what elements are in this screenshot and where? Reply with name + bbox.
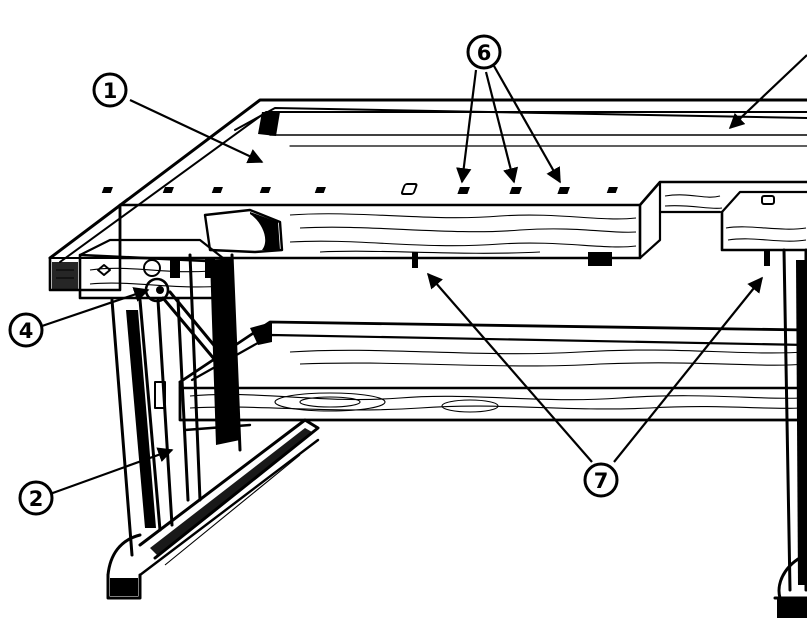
left-legs bbox=[106, 253, 320, 600]
callout-1-label: 1 bbox=[103, 79, 118, 103]
callout-7: 7 bbox=[583, 462, 619, 498]
right-end-block bbox=[720, 190, 807, 618]
holddown-pins bbox=[412, 250, 770, 268]
leader-lines bbox=[41, 54, 807, 496]
lower-shelf bbox=[178, 320, 807, 422]
callout-1: 1 bbox=[92, 72, 128, 108]
callout-4-label: 4 bbox=[19, 319, 34, 343]
bench-dog-holes bbox=[101, 183, 618, 195]
callout-4: 4 bbox=[8, 312, 44, 348]
callout-6-label: 6 bbox=[477, 41, 492, 65]
callout-2: 2 bbox=[18, 480, 54, 516]
bench-top bbox=[48, 98, 807, 292]
callout-7-label: 7 bbox=[594, 469, 609, 493]
callout-6: 6 bbox=[466, 34, 502, 70]
callout-2-label: 2 bbox=[29, 487, 44, 511]
